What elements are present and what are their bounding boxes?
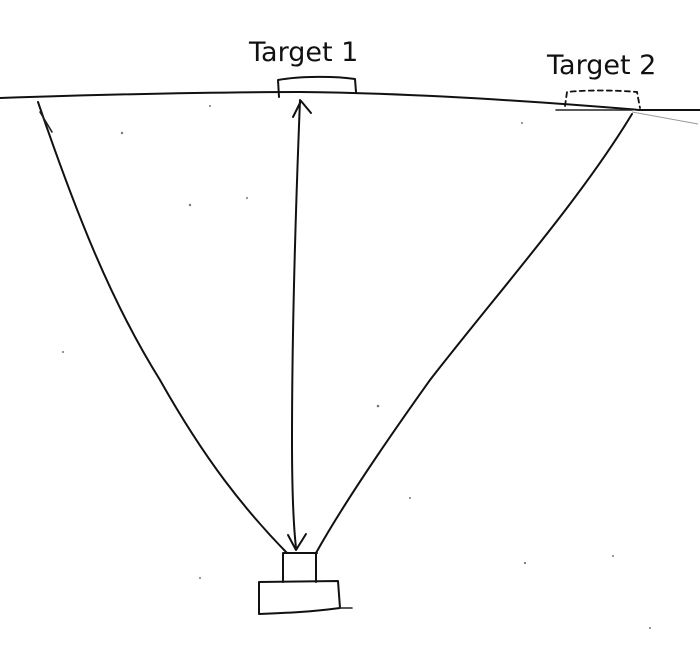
surface-line-extension — [631, 111, 699, 125]
paper-speck — [612, 555, 614, 557]
paper-speck — [62, 351, 64, 353]
paper-speck — [521, 122, 523, 124]
arrowhead-bottom — [287, 533, 307, 551]
beam-left-tick — [39, 111, 53, 133]
transducer-base — [258, 580, 341, 615]
surface-line — [0, 91, 700, 111]
paper-speck — [649, 627, 651, 629]
target-1-shape — [277, 75, 357, 98]
paper-speck — [376, 404, 380, 408]
paper-speck — [246, 197, 248, 199]
transducer-neck — [282, 552, 318, 583]
beam-left-edge — [37, 101, 288, 554]
beam-right-edge — [315, 113, 633, 554]
target-2-label: Target 2 — [546, 50, 656, 81]
target-1-label: Target 1 — [248, 37, 358, 68]
paper-speck — [120, 131, 124, 135]
paper-speck — [209, 105, 211, 107]
paper-speck — [188, 203, 192, 207]
center-beam-line — [291, 99, 301, 549]
arrowhead-top — [292, 100, 312, 118]
target-2-shape — [564, 89, 641, 109]
paper-speck — [409, 497, 411, 499]
paper-speck — [523, 561, 527, 565]
paper-speck — [199, 577, 201, 579]
